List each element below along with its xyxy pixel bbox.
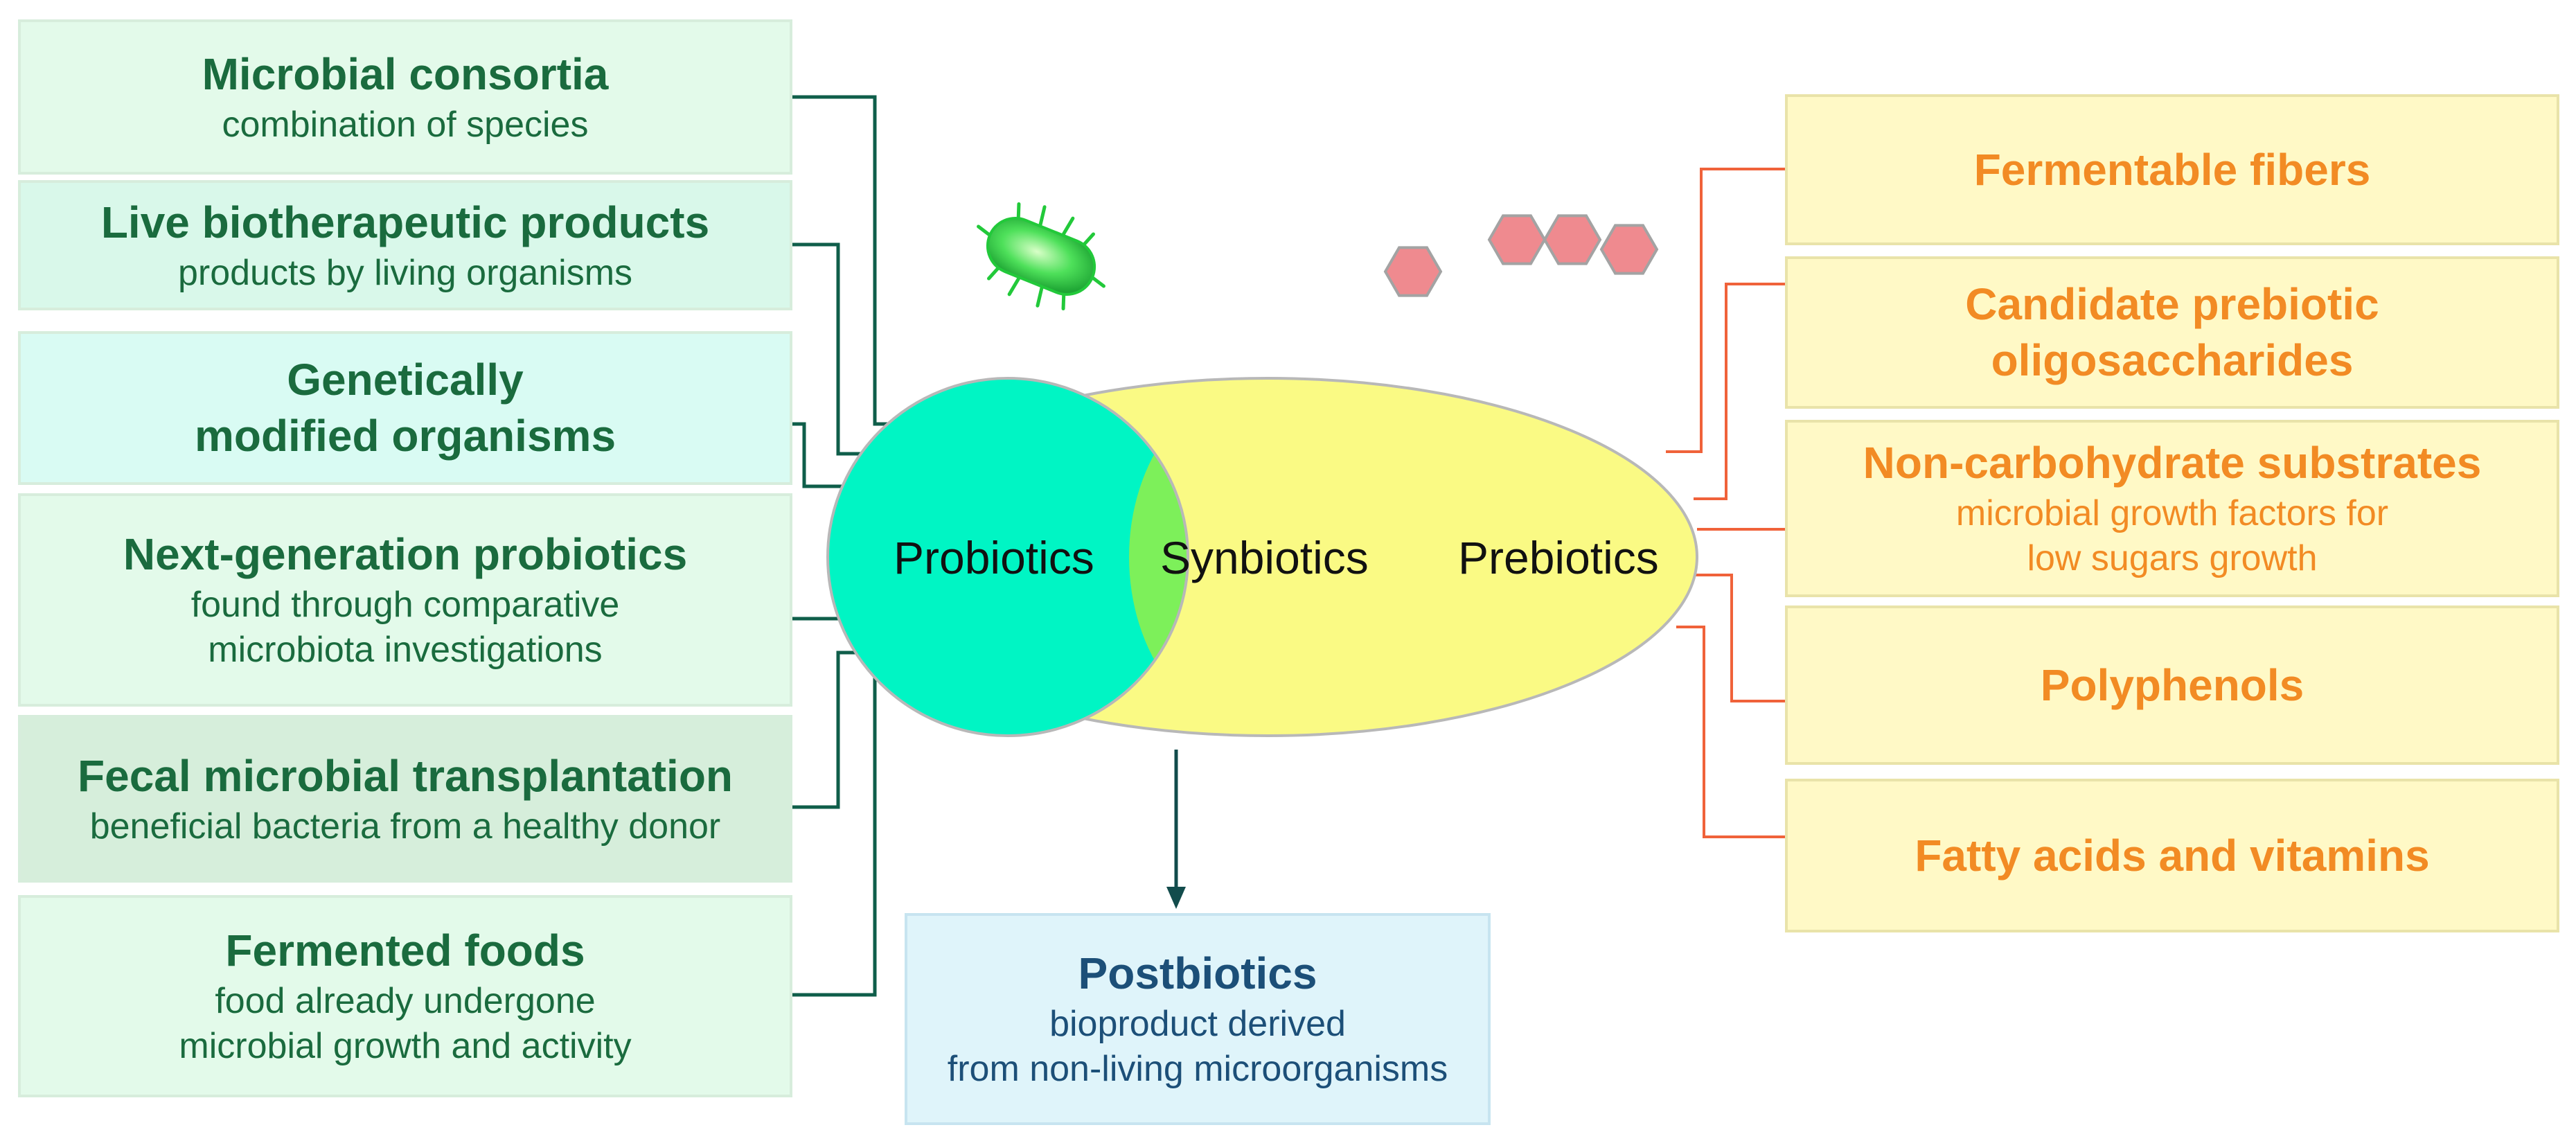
hexagon-icon [1383, 214, 1659, 297]
probiotic-subtitle-line: products by living organisms [177, 252, 633, 293]
connector-candidate-prebiotic [1694, 283, 1785, 500]
prebiotic-title: Non-carbohydrate substrates [1863, 438, 2482, 488]
hexagon-icon [1599, 224, 1659, 275]
prebiotic-title: Polyphenols [2040, 660, 2304, 710]
postbiotics-subtitle-line: from non-living microorganisms [947, 1049, 1448, 1090]
probiotic-subtitle-line: microbial growth and activity [179, 1026, 632, 1067]
probiotic-subtitle-line: found through comparative [190, 584, 620, 625]
prebiotics-label: Prebiotics [1458, 532, 1659, 583]
probiotic-title: Next-generation probiotics [123, 529, 688, 580]
probiotic-title: Fermented foods [225, 926, 585, 976]
probiotic-subtitle-line: combination of species [222, 104, 589, 145]
connector-fermented-foods [792, 677, 902, 997]
probiotic-title: Fecal microbial transplantation [78, 750, 733, 801]
prebiotic-box: Fermentable fibers [1785, 94, 2559, 245]
prebiotic-connectors [1666, 168, 1785, 838]
connector-fatty-acids [1676, 626, 1785, 838]
prebiotic-title: Fermentable fibers [1973, 144, 2371, 195]
probiotics-label: Probiotics [894, 532, 1094, 583]
prebiotic-box: Fatty acids and vitamins [1785, 779, 2559, 932]
probiotics-circle [828, 378, 1188, 736]
probiotic-subtitle-line: beneficial bacteria from a healthy donor [89, 806, 721, 847]
connector-fermentable-fibers [1666, 168, 1785, 453]
connector-microbial-consortia [792, 95, 913, 426]
prebiotic-subtitle-line: microbial growth factors for [1955, 493, 2389, 533]
probiotic-title: Live biotherapeutic products [100, 197, 710, 247]
probiotics-circle-outline [826, 377, 1189, 737]
probiotic-box: Microbial consortia combination of specie… [18, 19, 792, 175]
postbiotics-arrow-head [1166, 887, 1186, 909]
probiotic-title-line: modified organisms [194, 411, 616, 461]
prebiotic-title-line: oligosaccharides [1991, 335, 2354, 385]
prebiotic-box: Non-carbohydrate substrates microbial gro… [1785, 420, 2559, 597]
connector-polyphenols [1694, 574, 1785, 702]
prebiotic-subtitle-line: low sugars growth [2027, 538, 2318, 579]
postbiotics-subtitle-line: bioproduct derived [1049, 1003, 1346, 1044]
hexagon-icon [1543, 214, 1602, 265]
postbiotics-box: Postbiotics bioproduct derived from non-… [905, 913, 1491, 1125]
probiotic-box: Genetically modified organisms [18, 331, 792, 485]
prebiotic-box: Polyphenols [1785, 605, 2559, 765]
prebiotic-title: Fatty acids and vitamins [1915, 830, 2430, 881]
synbiotics-label: Synbiotics [1160, 532, 1369, 583]
probiotic-subtitle-line: microbiota investigations [208, 630, 603, 671]
probiotic-title: Microbial consortia [202, 48, 609, 99]
bacterium-icon [977, 202, 1105, 311]
probiotic-title-line: Genetically [287, 355, 524, 405]
hexagon-icon [1487, 214, 1547, 265]
prebiotic-title-line: Candidate prebiotic [1965, 279, 2379, 330]
probiotic-box: Live biotherapeutic products products by … [18, 180, 792, 310]
probiotic-box: Fecal microbial transplantation beneficia… [18, 715, 792, 883]
hexagon-icon [1383, 246, 1443, 297]
postbiotics-title: Postbiotics [1078, 948, 1317, 999]
connector-genetically-modified [792, 422, 852, 488]
probiotic-subtitle-line: food already undergone [215, 980, 596, 1021]
